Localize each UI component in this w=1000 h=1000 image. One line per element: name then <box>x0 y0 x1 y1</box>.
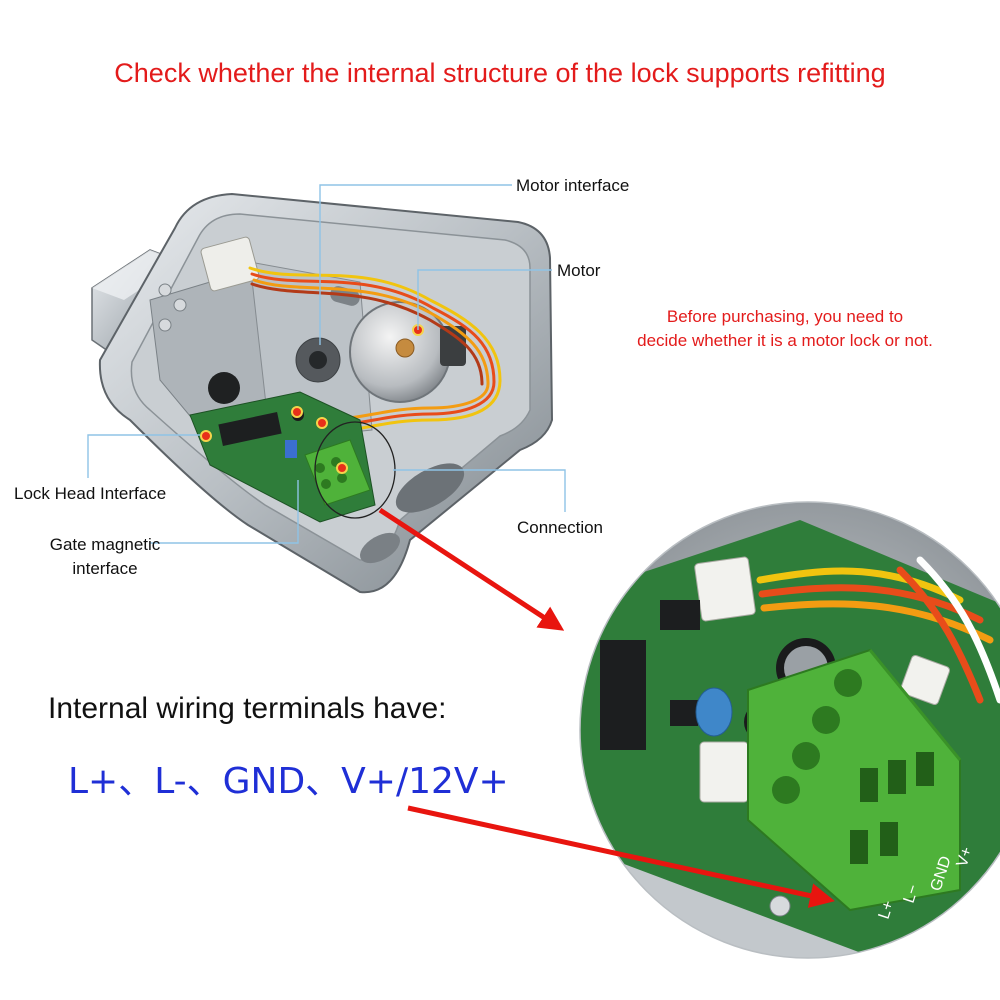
page-title: Check whether the internal structure of … <box>114 58 886 88</box>
zoom-view <box>580 502 1000 958</box>
board-label-lplus: L+ <box>876 899 898 922</box>
wiring-terminals: L+、L-、GND、V+/12V+ <box>68 761 509 802</box>
leader-lines <box>87 184 566 544</box>
lock-wires <box>248 266 502 432</box>
label-connection: Connection <box>517 518 604 537</box>
arrow-to-terminals <box>407 805 835 908</box>
lock-pcb <box>189 391 376 523</box>
board-label-vplus: V+ <box>954 845 976 869</box>
label-gate-magnetic-interface: Gate magnetic interface <box>49 535 161 578</box>
label-motor-interface: Motor interface <box>516 176 630 195</box>
label-lock-head-interface: Lock Head Interface <box>14 484 167 503</box>
wiring-heading: Internal wiring terminals have: <box>48 692 447 725</box>
label-motor: Motor <box>557 261 601 280</box>
purchase-note: Before purchasing, you need to decide wh… <box>637 307 933 350</box>
red-arrows <box>378 507 835 908</box>
board-label-lminus: L− <box>901 883 923 906</box>
arrow-to-zoom <box>378 507 565 631</box>
